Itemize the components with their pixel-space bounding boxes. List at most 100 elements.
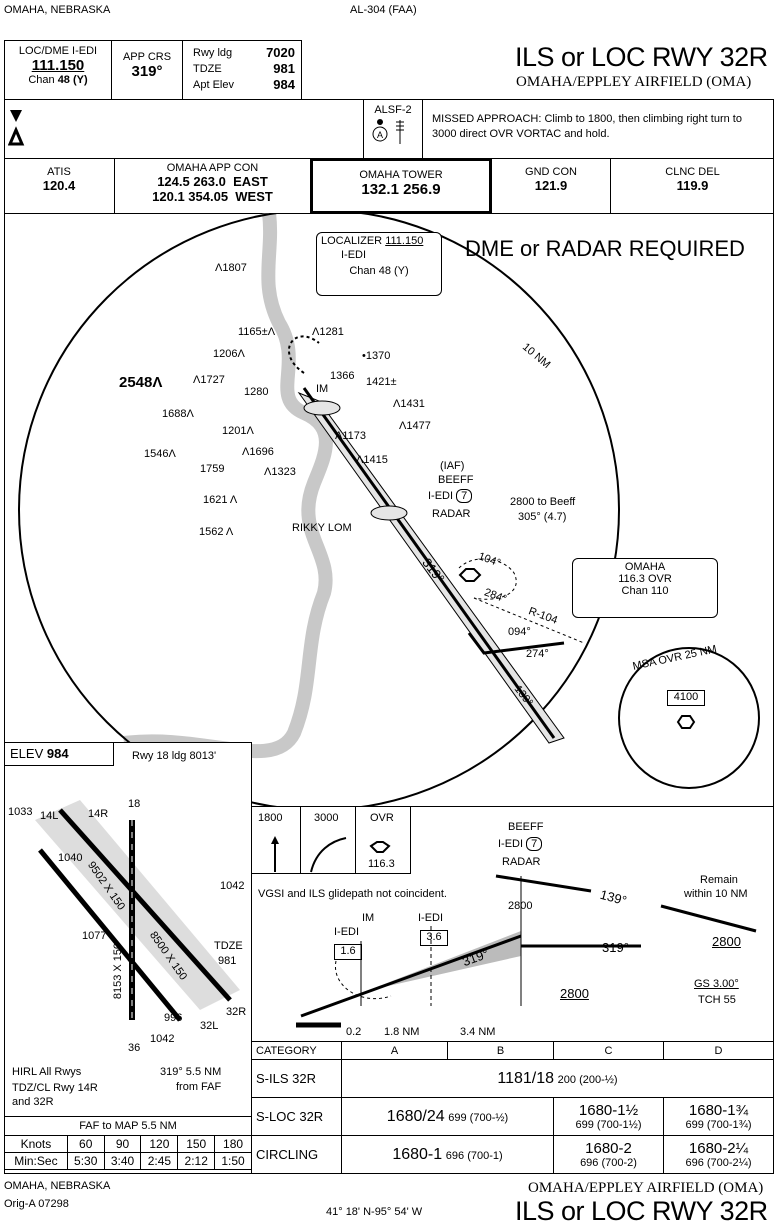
min-haa: 200 (200-½): [557, 1073, 618, 1086]
time-cell: 2:12: [177, 1152, 216, 1170]
min-haa: 699 (700-½): [448, 1111, 509, 1124]
svg-text:A: A: [377, 130, 383, 140]
localizer-label: LOCALIZER: [321, 235, 383, 247]
obstacle-label: 1281: [319, 326, 344, 338]
obstacle-label: 1370: [365, 350, 391, 362]
comm-tower-value: 132.1 256.9: [361, 181, 441, 198]
hirl-note: HIRL All Rwys: [12, 1066, 82, 1078]
obstacle-label: 1807: [222, 262, 247, 274]
min-value: 1680-1: [392, 1145, 443, 1163]
tdze-label: TDZE: [193, 63, 222, 75]
rwy-14r: 14R: [88, 808, 109, 820]
gs-angle: GS 3.00°: [694, 978, 739, 990]
comm-gnd-value: 121.9: [534, 178, 568, 193]
knots-cell: 60: [66, 1135, 105, 1153]
comm-app-value: 124.5 263.0 EAST 120.1 354.05 WEST: [152, 174, 273, 204]
profile-2800-bottom: 2800: [560, 986, 589, 1001]
elev-1040: 1040: [58, 852, 83, 864]
vortac-box: OMAHA 116.3 OVR Chan 110: [572, 558, 718, 618]
localizer-freq: 111.150: [385, 235, 424, 247]
crs-274: 274°: [526, 648, 549, 660]
min-value: 1680-1½: [578, 1102, 639, 1119]
tdz-note: TDZ/CL Rwy 14R: [12, 1082, 98, 1094]
faf-map-table: Knots 60 90 120 150 180 Min:Sec 5:30 3:4…: [4, 1135, 252, 1170]
min-haa: 696 (700-2): [580, 1157, 637, 1169]
obstacle-label: 1727: [200, 374, 225, 386]
plan-view-graphic: [18, 213, 760, 807]
obstacle-label: 1421±: [366, 376, 397, 388]
footer-city: OMAHA, NEBRASKA: [4, 1180, 111, 1192]
obstacle-label: 1621: [203, 494, 228, 506]
min-haa: 699 (700-1¾): [685, 1119, 752, 1131]
obstacle-label: 1201: [222, 425, 247, 437]
time-cell: 1:50: [214, 1152, 252, 1170]
time-cell: 3:40: [103, 1152, 142, 1170]
remain-label-2: within 10 NM: [684, 888, 748, 900]
tdze-label-diag: TDZE: [214, 940, 243, 952]
elev-value: 984: [46, 746, 69, 761]
profile-2800-right: 2800: [712, 934, 741, 949]
comm-gnd-label: GND CON: [525, 166, 577, 178]
remain-label: Remain: [700, 874, 738, 886]
faf-note-2: from FAF: [176, 1081, 222, 1093]
alsf-label: ALSF-2: [374, 104, 412, 116]
elev-1033: 1033: [8, 806, 33, 818]
profile-319: 319°: [602, 940, 629, 955]
localizer-id: I-EDI: [341, 249, 367, 261]
app-crs-value: 319°: [131, 63, 163, 80]
vor-chan: Chan 110: [621, 585, 669, 597]
min-haa: 699 (700-1½): [575, 1119, 642, 1131]
vgsi-note: VGSI and ILS glidepath not coincident.: [258, 888, 447, 900]
comm-clnc-value: 119.9: [676, 178, 709, 193]
header-city: OMAHA, NEBRASKA: [4, 4, 111, 16]
obstacle-label: 1696: [249, 446, 274, 458]
rwy-32l: 32L: [200, 1020, 219, 1032]
comm-app: OMAHA APP CON 124.5 263.0 EAST 120.1 354…: [115, 162, 310, 204]
ma-ovr-freq: 116.3: [368, 858, 395, 870]
minimums-table: CATEGORY A B C D S-ILS 32R 1181/18 200 (…: [251, 1041, 774, 1174]
ma-3000: 3000: [314, 812, 339, 824]
min-haa: 696 (700-1): [445, 1149, 503, 1162]
ma-ovr: OVR: [370, 812, 394, 824]
knots-cell: 150: [177, 1135, 216, 1153]
ma-icon-3: [355, 806, 411, 874]
min-value: 1680/24: [386, 1107, 445, 1125]
route-note-2: 305° (4.7): [518, 511, 567, 523]
obstacle-label: 1415: [363, 454, 388, 466]
comm-atis-label: ATIS: [47, 166, 71, 178]
chart-title: ILS or LOC RWY 32R: [515, 42, 768, 72]
time-cell: 2:45: [140, 1152, 179, 1170]
app-crs-label: APP CRS: [122, 51, 172, 63]
apt-elev-label: Apt Elev: [193, 79, 234, 91]
profile-iedi-b-num: 3.6: [420, 930, 448, 946]
obstacle-label: 1546: [144, 448, 169, 460]
rwy-18: 18: [128, 798, 141, 810]
comm-clnc: CLNC DEL 119.9: [611, 166, 774, 193]
rwy-36: 36: [128, 1042, 141, 1054]
rikky-label: RIKKY LOM: [292, 522, 352, 534]
min-row-label: S-LOC 32R: [251, 1097, 342, 1136]
vor-name: OMAHA: [624, 561, 666, 573]
profile-iedi-b: I-EDI: [418, 912, 444, 924]
tch: TCH 55: [698, 994, 736, 1006]
min-header: C: [553, 1041, 664, 1060]
obstacle-label: 2548: [119, 374, 153, 391]
elev-label: ELEV: [10, 746, 44, 761]
comm-tower: OMAHA TOWER 132.1 256.9: [310, 158, 492, 214]
chan-label: Chan: [28, 74, 55, 86]
footer-title: ILS or LOC RWY 32R: [515, 1196, 768, 1226]
profile-beeff: BEEFF: [508, 821, 544, 833]
obstacle-label: 1173: [342, 430, 367, 442]
obstacle-label: 1759: [200, 463, 225, 475]
obstacle-label: 1206: [213, 348, 238, 360]
tdz-note-2: and 32R: [12, 1096, 54, 1108]
min-row-label: CIRCLING: [251, 1135, 342, 1174]
comm-tower-label: OMAHA TOWER: [359, 169, 443, 181]
rwy-ldg-label: Rwy ldg: [193, 47, 233, 59]
loc-freq: 111.150: [31, 57, 85, 74]
elev-1042b: 1042: [150, 1033, 175, 1045]
ma-1800: 1800: [258, 812, 283, 824]
profile-beeff-num: 7: [526, 837, 543, 851]
obstacle-label: 1688: [162, 408, 187, 420]
obstacle-label: 1562: [199, 526, 224, 538]
